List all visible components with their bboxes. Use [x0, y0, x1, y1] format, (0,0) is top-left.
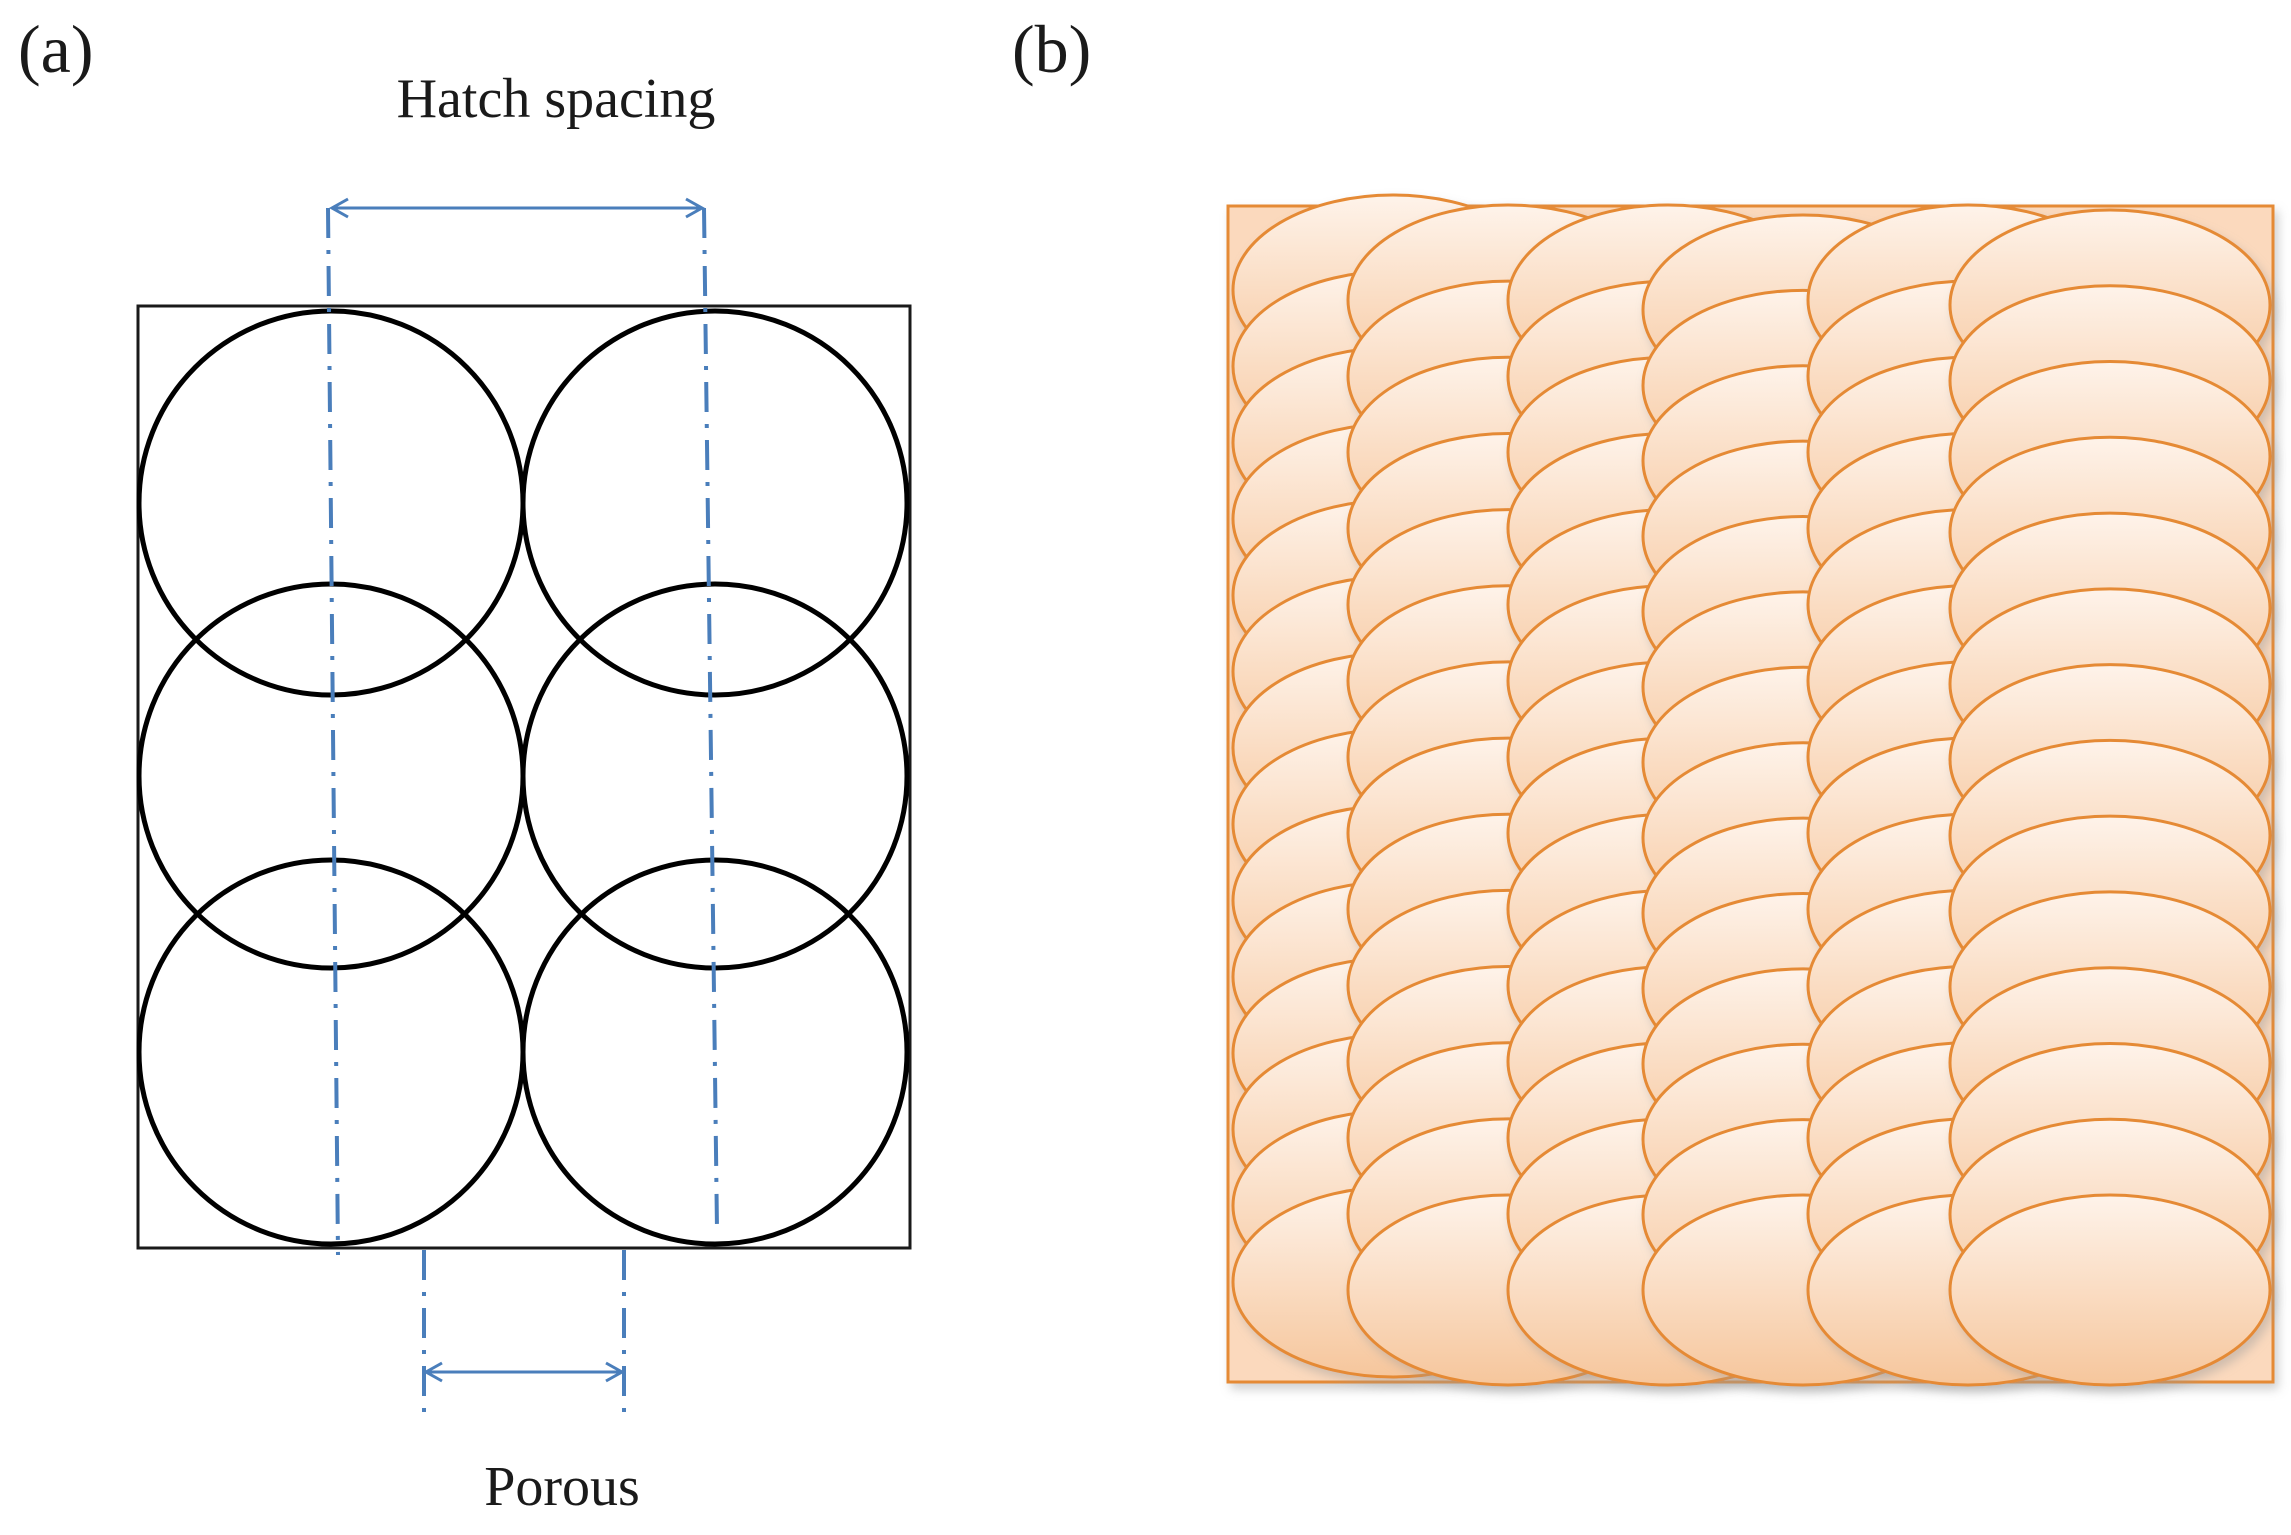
track-circles	[136, 308, 910, 1247]
panel-b: (b)	[1012, 11, 2275, 1387]
hatch-centerline-right	[702, 207, 719, 1231]
track-circle-right-bottom	[520, 857, 910, 1247]
track-circle-right-middle	[520, 581, 910, 971]
overlapping-tracks	[1231, 193, 2272, 1387]
track-column	[1948, 208, 2272, 1387]
hatch-spacing-label: Hatch spacing	[397, 68, 716, 130]
panel-a-label: (a)	[18, 11, 93, 87]
panel-b-label: (b)	[1012, 11, 1091, 87]
hatch-spacing-arrow	[328, 197, 706, 219]
track-circle-left-bottom	[136, 857, 526, 1247]
track-oval	[1948, 1193, 2272, 1387]
porous-label: Porous	[484, 1456, 640, 1518]
hatch-centerline-left	[326, 207, 340, 1256]
guide-lines	[326, 207, 719, 1418]
panel-a: (a) Hatch spacing	[18, 11, 912, 1518]
porous-arrow	[422, 1361, 626, 1383]
track-circle-right-top	[520, 308, 910, 698]
